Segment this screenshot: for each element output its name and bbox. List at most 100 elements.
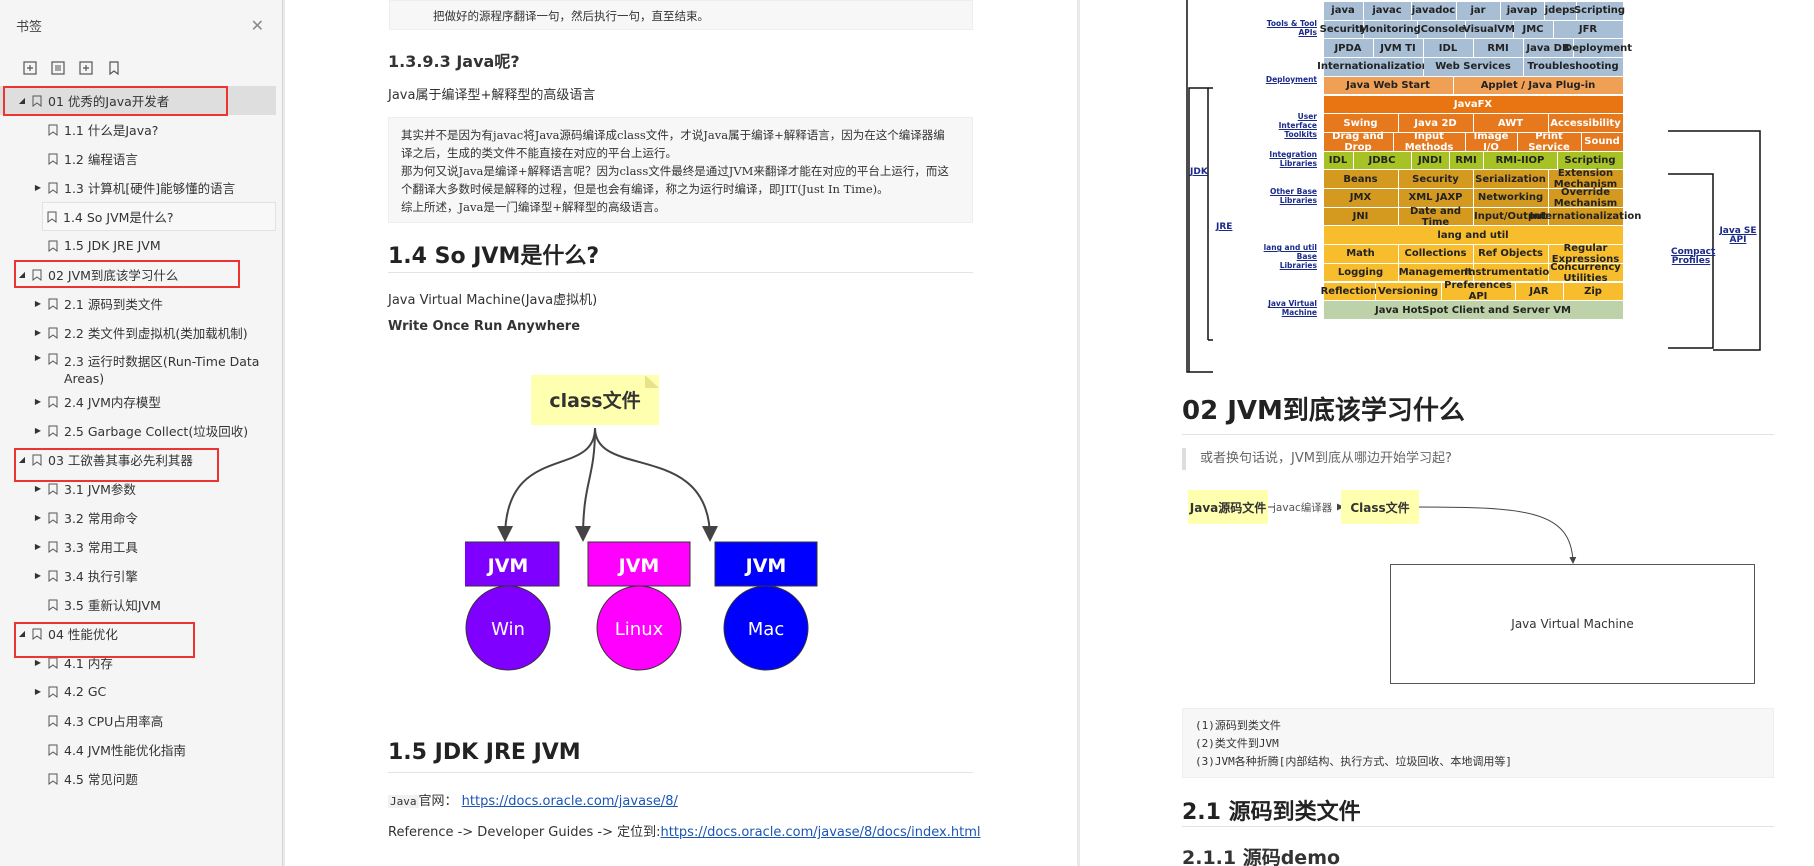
expanded-arrow-icon[interactable]: ◢ <box>18 455 26 464</box>
javase-cell: Image I/O <box>1465 131 1517 153</box>
javase-cell: IDL <box>1323 151 1353 170</box>
collapsed-arrow-icon[interactable]: ▶ <box>34 513 42 522</box>
bookmark-item[interactable]: ▶2.5 Garbage Collect(垃圾回收) <box>0 416 282 445</box>
jvm-label: JVM <box>744 555 787 577</box>
collapsed-arrow-icon[interactable]: ▶ <box>34 571 42 580</box>
bookmark-item[interactable]: ▶1.3 计算机[硬件]能够懂的语言 <box>0 173 282 202</box>
collapsed-arrow-icon[interactable]: ▶ <box>34 426 42 435</box>
bookmark-label: 01 优秀的Java开发者 <box>48 94 170 109</box>
bookmark-item[interactable]: ▶2.2 类文件到虚拟机(类加载机制) <box>0 318 282 347</box>
bookmark-item[interactable]: 4.5 常见问题 <box>0 764 282 793</box>
expanded-arrow-icon[interactable]: ◢ <box>18 96 26 105</box>
expanded-arrow-icon[interactable]: ◢ <box>18 270 26 279</box>
javase-brackets <box>1186 0 1761 373</box>
bookmark-icon <box>48 773 58 785</box>
bookmark-item[interactable]: ▶ 3.4 执行引擎 <box>0 561 282 590</box>
bookmark-label: 4.1 内存 <box>64 656 113 671</box>
collapse-all-icon[interactable] <box>50 60 66 76</box>
bookmark-icon <box>48 483 58 495</box>
add-bookmark-icon[interactable] <box>78 60 94 76</box>
bookmark-label: 1.4 So JVM是什么? <box>63 210 174 225</box>
bookmark-chapter[interactable]: ◢ 01 优秀的Java开发者 <box>0 86 276 115</box>
bookmark-chapter[interactable]: ◢02 JVM到底该学习什么 <box>0 260 282 289</box>
bookmark-icon <box>48 425 58 437</box>
bookmark-icon[interactable] <box>106 60 122 76</box>
bookmark-chapter[interactable]: ◢04 性能优化 <box>0 619 282 648</box>
javase-cell: javap <box>1500 2 1544 20</box>
paragraph-java-type: Java属于编译型+解释型的高级语言 <box>388 88 596 103</box>
close-icon[interactable]: ✕ <box>250 15 264 35</box>
collapsed-arrow-icon[interactable]: ▶ <box>34 397 42 406</box>
bookmark-label: 3.3 常用工具 <box>64 540 138 555</box>
javase-api-label: Java SE API <box>1719 226 1757 245</box>
javase-cell: RMI <box>1473 39 1523 58</box>
class-file-label: class文件 <box>549 389 640 412</box>
javase-cell: RMI <box>1449 151 1483 170</box>
bookmark-icon <box>48 715 58 727</box>
javase-cell: Management <box>1398 263 1473 282</box>
flow-arrows <box>1268 503 1577 564</box>
bookmark-item[interactable]: ▶2.4 JVM内存模型 <box>0 387 282 416</box>
collapsed-arrow-icon[interactable]: ▶ <box>34 183 42 192</box>
bookmark-item[interactable]: ▶4.2 GC <box>0 677 282 706</box>
bookmark-item[interactable]: 1.4 So JVM是什么? <box>42 202 276 231</box>
expand-all-icon[interactable] <box>22 60 38 76</box>
collapsed-arrow-icon[interactable]: ▶ <box>34 353 42 362</box>
collapsed-arrow-icon[interactable]: ▶ <box>34 484 42 493</box>
bookmark-item[interactable]: ▶2.1 源码到类文件 <box>0 289 282 318</box>
javase-cell: Troubleshooting <box>1523 58 1623 76</box>
collapsed-arrow-icon[interactable]: ▶ <box>34 658 42 667</box>
bookmark-item[interactable]: ▶ 2.3 运行时数据区(Run-Time Data Areas) <box>0 347 282 387</box>
bookmark-label: 2.3 运行时数据区(Run-Time Data Areas) <box>64 354 260 386</box>
javase-cell: Security <box>1320 20 1366 39</box>
bookmark-item[interactable]: 3.5 重新认知JVM <box>0 590 282 619</box>
javase-cell: Monitoring <box>1359 20 1421 39</box>
bookmark-item[interactable]: 4.4 JVM性能优化指南 <box>0 735 282 764</box>
javase-cell: Zip <box>1563 282 1623 301</box>
bookmark-label: 3.5 重新认知JVM <box>64 598 161 613</box>
bookmark-item[interactable]: 1.1 什么是Java? <box>0 115 282 144</box>
javase-cell: Applet / Java Plug-in <box>1453 76 1623 95</box>
bookmark-label: 3.4 执行引擎 <box>64 569 138 584</box>
javase-cell: jdeps <box>1544 2 1576 20</box>
jvm-box <box>714 541 818 587</box>
bookmark-item[interactable]: ▶3.1 JVM参数 <box>0 474 282 503</box>
collapsed-arrow-icon[interactable]: ▶ <box>34 687 42 696</box>
bookmark-icon <box>48 657 58 669</box>
javase-cell: Input/Output <box>1473 207 1548 226</box>
javase-cell: AWT <box>1473 114 1548 132</box>
javase-platform-diagram: JDK JRE Compact Profiles Java SE API jav… <box>1183 0 1763 375</box>
bookmark-item[interactable]: 4.3 CPU占用率高 <box>0 706 282 735</box>
javase-cell: Scripting <box>1574 2 1625 20</box>
expanded-arrow-icon[interactable]: ◢ <box>18 629 26 638</box>
page-left: 把做好的源程序翻译一句，然后执行一句，直至结束。 1.3.9.3 Java呢? … <box>285 0 1077 866</box>
collapsed-arrow-icon[interactable]: ▶ <box>34 299 42 308</box>
javase-cell: JVM TI <box>1373 39 1423 58</box>
javase-cell: IDL <box>1423 39 1473 58</box>
bookmark-chapter[interactable]: ◢ 03 工欲善其事必先利其器 <box>0 445 282 474</box>
collapsed-arrow-icon[interactable]: ▶ <box>34 328 42 337</box>
java-tag: Java <box>388 795 419 808</box>
bookmark-tree: ◢ 01 优秀的Java开发者 1.1 什么是Java? 1.2 编程语言 ▶1.3 计… <box>0 86 282 793</box>
collapsed-arrow-icon[interactable]: ▶ <box>34 542 42 551</box>
bookmark-item[interactable]: ▶ 4.1 内存 <box>0 648 282 677</box>
bookmark-icon <box>32 454 42 466</box>
javase-row-label: User Interface Toolkits <box>1278 112 1317 140</box>
javase-cell: JDBC <box>1353 151 1411 170</box>
bookmark-item[interactable]: 1.5 JDK JRE JVM <box>0 231 282 260</box>
javase-cell: JavaFX <box>1323 95 1623 114</box>
source-file-note: Java源码文件 <box>1188 490 1268 524</box>
javase-cell: Ref Objects <box>1473 245 1548 263</box>
javase-row-label: Other Base Libraries <box>1269 187 1317 205</box>
bookmark-item[interactable]: ▶ 3.3 常用工具 <box>0 532 282 561</box>
docs-index-link[interactable]: https://docs.oracle.com/javase/8/docs/in… <box>660 825 981 840</box>
bookmark-label: 1.2 编程语言 <box>64 152 138 167</box>
bookmark-label: 03 工欲善其事必先利其器 <box>48 453 193 468</box>
java-docs-link[interactable]: https://docs.oracle.com/javase/8/ <box>461 794 678 809</box>
javase-cell: Reflection <box>1321 282 1377 301</box>
bookmark-item[interactable]: ▶3.2 常用命令 <box>0 503 282 532</box>
divider <box>388 772 973 773</box>
reference-prefix: Reference -> Developer Guides -> 定位到: <box>388 825 661 840</box>
bookmark-item[interactable]: 1.2 编程语言 <box>0 144 282 173</box>
